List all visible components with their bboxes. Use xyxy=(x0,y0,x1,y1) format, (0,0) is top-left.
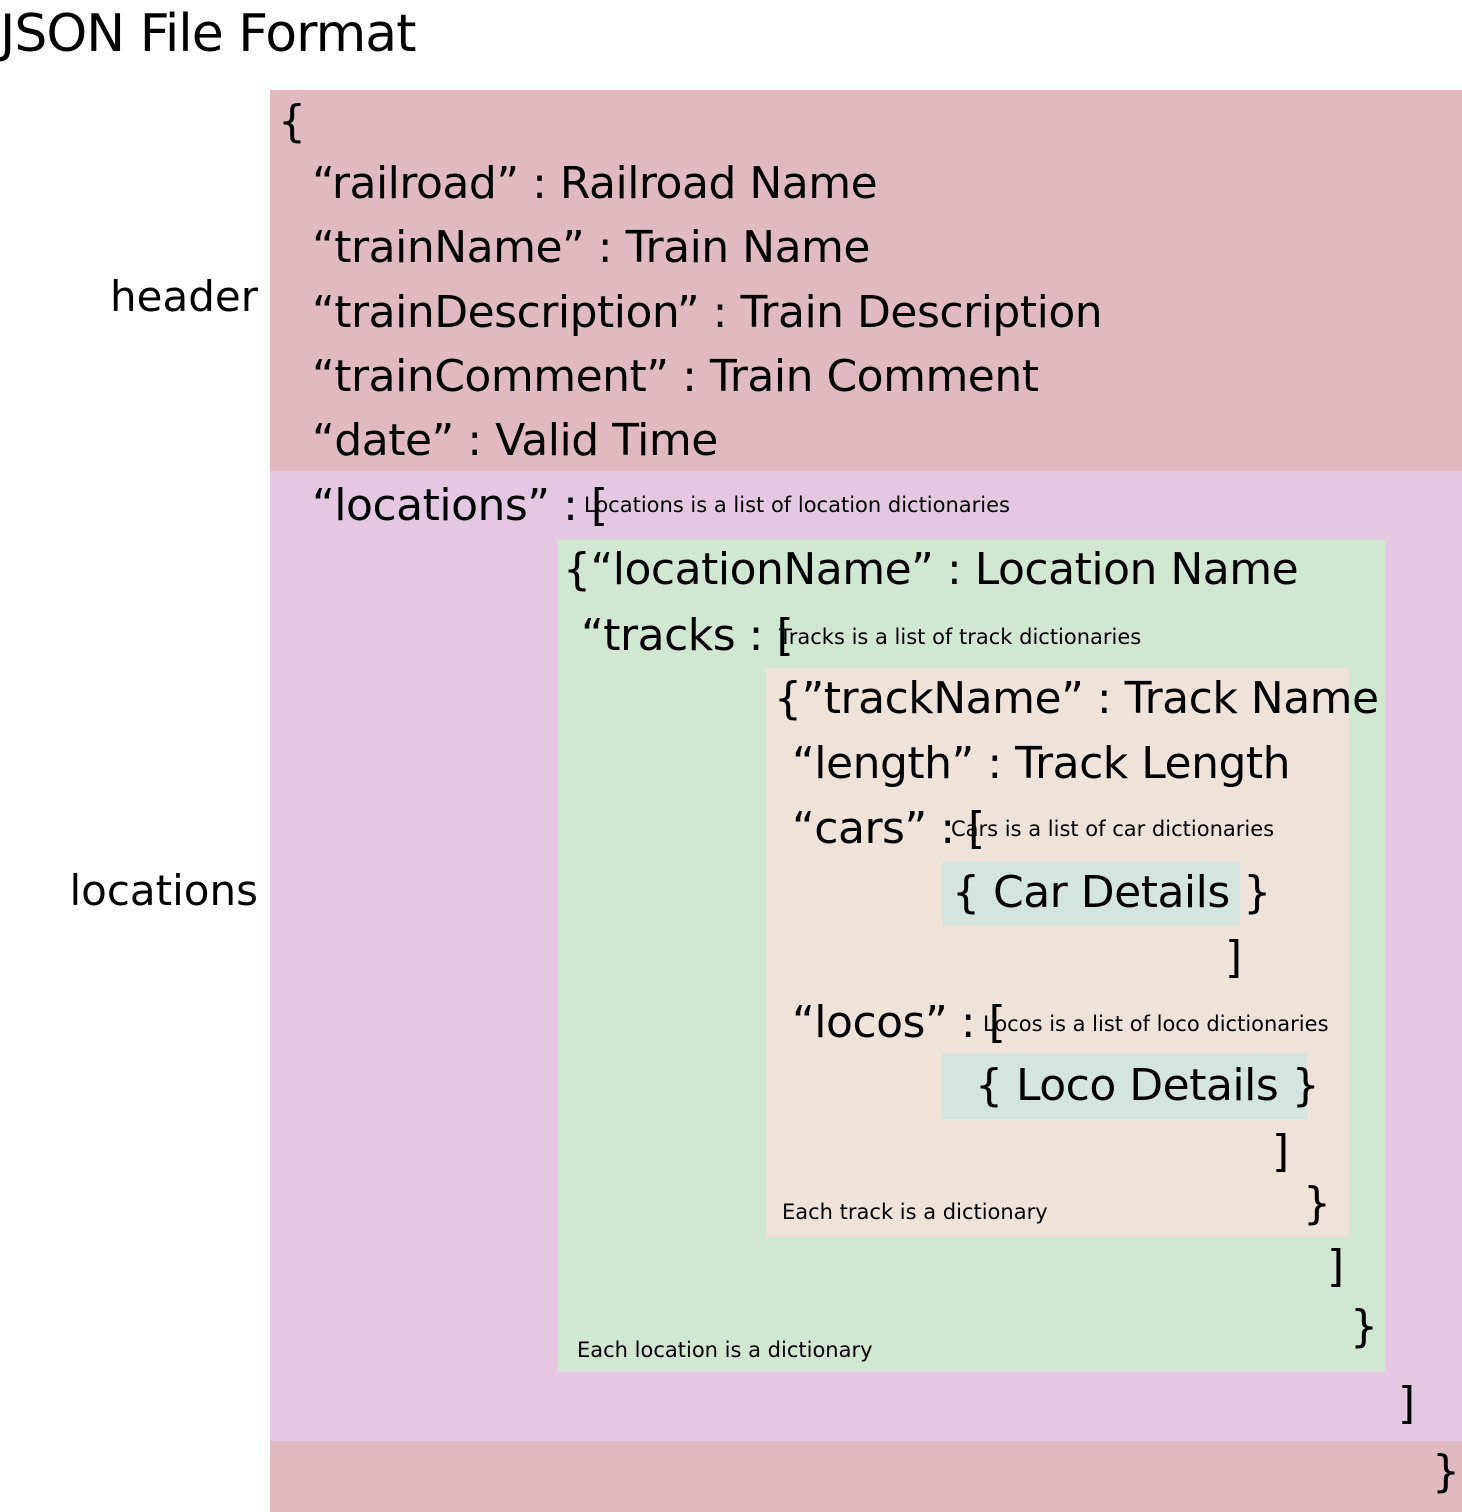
track-length-line: “length” : Track Length xyxy=(792,738,1291,789)
root-close-brace: } xyxy=(1432,1446,1460,1497)
header-line-date: “date” : Valid Time xyxy=(312,415,718,466)
header-open-brace: { xyxy=(278,96,306,147)
header-line-traincomment: “trainComment” : Train Comment xyxy=(312,351,1039,402)
loco-details: { Loco Details } xyxy=(975,1060,1320,1111)
track-close-brace: } xyxy=(1303,1178,1331,1229)
cars-close-bracket: ] xyxy=(1225,932,1242,983)
location-note: Each location is a dictionary xyxy=(577,1338,873,1362)
cars-note: Cars is a list of car dictionaries xyxy=(951,817,1275,841)
car-details-box xyxy=(942,862,1240,926)
car-details: { Car Details } xyxy=(952,867,1271,918)
header-line-railroad: “railroad” : Railroad Name xyxy=(312,158,878,209)
tracks-key: “tracks : [ xyxy=(581,610,794,661)
locations-close-bracket: ] xyxy=(1398,1378,1415,1429)
header-region xyxy=(270,90,1462,471)
locos-key: “locos” : [ xyxy=(792,997,1006,1048)
header-line-traindescription: “trainDescription” : Train Description xyxy=(312,287,1103,338)
location-close-brace: } xyxy=(1350,1301,1378,1352)
locations-key: “locations” : [ xyxy=(312,480,608,531)
loco-details-box xyxy=(942,1053,1307,1119)
header-line-trainname: “trainName” : Train Name xyxy=(312,222,870,273)
locos-note: Locos is a list of loco dictionaries xyxy=(983,1012,1329,1036)
header-side-label: header xyxy=(110,272,258,321)
footer-region xyxy=(270,1441,1462,1512)
track-note: Each track is a dictionary xyxy=(782,1200,1048,1224)
locos-close-bracket: ] xyxy=(1272,1126,1289,1177)
locations-note: Locations is a list of location dictiona… xyxy=(584,493,1010,517)
track-dictionary-box xyxy=(766,668,1349,1237)
track-name-line: {”trackName” : Track Name xyxy=(774,673,1379,724)
location-name-line: {“locationName” : Location Name xyxy=(563,544,1299,595)
locations-side-label: locations xyxy=(69,866,258,915)
tracks-close-bracket: ] xyxy=(1327,1241,1344,1292)
cars-key: “cars” : [ xyxy=(792,803,985,854)
page-title: JSON File Format xyxy=(0,4,416,64)
tracks-note: Tracks is a list of track dictionaries xyxy=(779,625,1142,649)
